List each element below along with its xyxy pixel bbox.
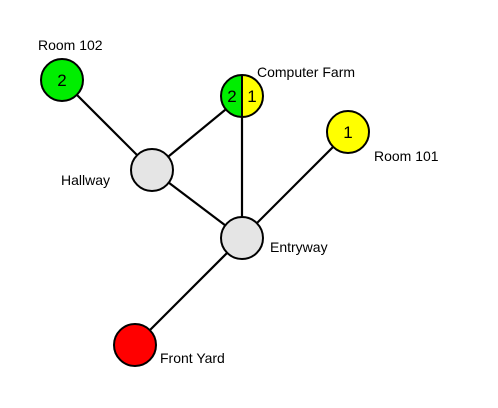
node-computer-farm: 2 1 Computer Farm — [220, 64, 355, 118]
node-room-101: 1 Room 101 — [326, 110, 439, 164]
node-room-102-circle — [40, 58, 84, 102]
node-computer-farm-count-left: 2 — [227, 87, 236, 106]
node-computer-farm-label: Computer Farm — [257, 64, 355, 80]
edge-room101-entryway — [241, 131, 349, 239]
node-hallway-label: Hallway — [61, 172, 110, 188]
node-entryway-label: Entryway — [270, 239, 328, 255]
node-entryway: Entryway — [220, 216, 328, 260]
node-computer-farm-left-half — [221, 75, 242, 117]
node-room-102-count: 2 — [57, 71, 66, 90]
node-front-yard: Front Yard — [113, 323, 225, 367]
node-entryway-circle — [220, 216, 264, 260]
node-front-yard-circle — [113, 323, 157, 367]
node-room-102-label: Room 102 — [38, 37, 103, 53]
edges — [61, 79, 349, 346]
node-room-101-label: Room 101 — [374, 148, 439, 164]
edge-entryway-front-yard — [134, 237, 243, 346]
node-room-102: 2 Room 102 — [38, 37, 103, 102]
node-computer-farm-count-right: 1 — [247, 87, 256, 106]
node-room-101-circle — [326, 110, 370, 154]
node-hallway: Hallway — [61, 148, 174, 192]
node-front-yard-label: Front Yard — [160, 350, 225, 366]
node-computer-farm-right-half — [242, 75, 263, 117]
node-hallway-circle — [130, 148, 174, 192]
node-room-101-count: 1 — [343, 123, 352, 142]
